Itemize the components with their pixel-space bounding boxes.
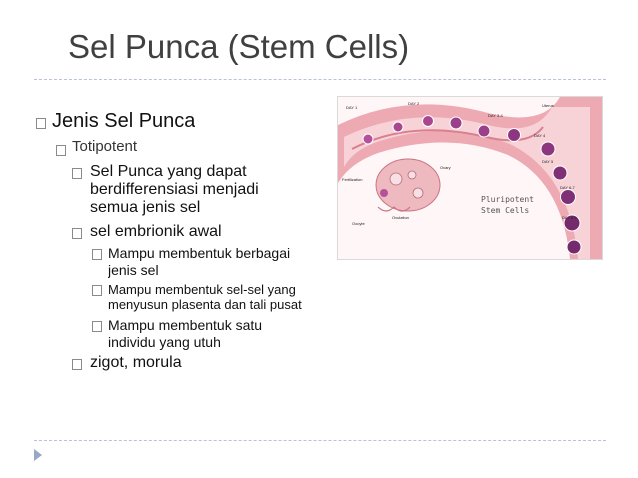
stage-label: DAY 8-9 xyxy=(562,215,577,220)
bullet-sub3-line1: Mampu membentuk satu xyxy=(108,317,263,333)
bullet-item1-line1: Sel Punca yang dapat xyxy=(90,163,247,180)
stage-label: Ovulation xyxy=(392,215,409,220)
bullet-sub2-line1: Mampu membentuk sel-sel yang xyxy=(108,282,296,297)
slide-title: Sel Punca (Stem Cells) xyxy=(68,28,410,65)
bullet-sub1-line2: jenis sel xyxy=(108,262,159,278)
stage-label: DAY 6-7 xyxy=(560,185,575,190)
bullet-sub3-line2: individu yang utuh xyxy=(108,334,221,350)
bullet-box-icon xyxy=(92,285,102,296)
stage-label: Oocyte xyxy=(352,221,365,226)
bullet-item1-line3: semua jenis sel xyxy=(90,199,201,216)
bullet-box-icon xyxy=(36,118,46,129)
bullet-box-icon xyxy=(92,321,102,332)
bullet-sub2-line2: menyusun plasenta dan tali pusat xyxy=(108,297,302,312)
bullet-box-icon xyxy=(72,168,82,179)
uterus-diagram-icon xyxy=(338,97,602,259)
bullet-sub1-line1: Mampu membentuk berbagai xyxy=(108,245,291,261)
bullet-item2: sel embrionik awal xyxy=(90,223,222,240)
bullet-box-icon xyxy=(72,228,82,239)
stage-label: Uterus xyxy=(542,103,554,108)
bullet-box-icon xyxy=(56,145,66,156)
stage-label: Ovary xyxy=(440,165,451,170)
embryo-development-illustration: Pluripotent Stem Cells DAY 1 DAY 2 DAY 3… xyxy=(337,96,603,260)
bullet-item3: zigot, morula xyxy=(90,354,182,371)
stage-label: DAY 4 xyxy=(534,133,546,138)
bullet-box-icon xyxy=(72,359,82,370)
bullet-item1-line2: berdifferensiasi menjadi xyxy=(90,181,259,198)
stage-label: DAY 5 xyxy=(542,159,554,164)
stage-label: Fertilization xyxy=(342,177,363,182)
pluripotent-label: Pluripotent Stem Cells xyxy=(481,195,534,215)
triangle-marker-icon xyxy=(34,449,42,461)
bullet-box-icon xyxy=(92,249,102,260)
bullet-totipotent: Totipotent xyxy=(72,138,138,155)
stage-label: DAY 2 xyxy=(408,101,420,106)
bottom-divider xyxy=(34,440,606,441)
stage-label: DAY 3-4 xyxy=(488,113,503,118)
stage-label: DAY 1 xyxy=(346,105,358,110)
bullet-jenis-sel-punca: Jenis Sel Punca xyxy=(52,110,196,132)
top-divider xyxy=(34,79,606,80)
